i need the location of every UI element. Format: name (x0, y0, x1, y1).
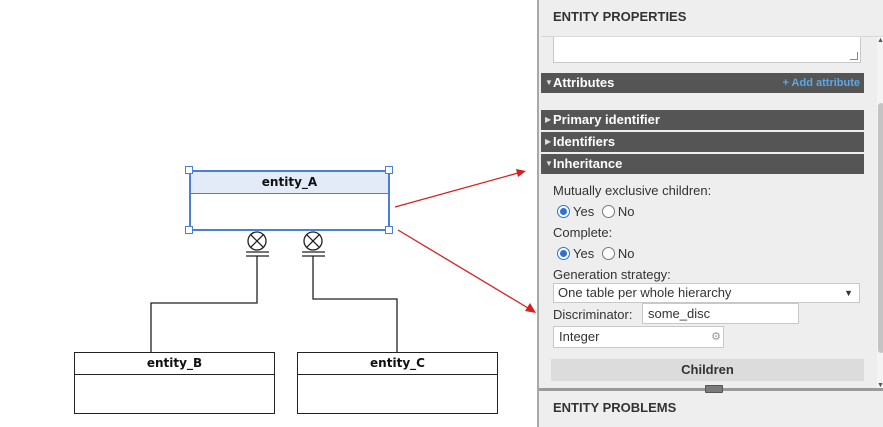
generation-strategy-select[interactable]: One table per whole hierarchy ▼ (553, 283, 860, 303)
generation-strategy-label: Generation strategy: (553, 267, 671, 282)
problems-panel-title: ENTITY PROBLEMS (553, 400, 677, 415)
add-attribute-link[interactable]: + Add attribute (782, 77, 860, 89)
scroll-up-arrow-icon[interactable]: ▲ (877, 37, 883, 44)
resize-handle-top-right[interactable] (385, 166, 393, 174)
splitter-grip-icon[interactable] (705, 385, 723, 393)
discriminator-label: Discriminator: (553, 307, 633, 322)
panel-scrollbar[interactable]: ▲ ▼ (877, 37, 883, 388)
mutually-exclusive-no-radio[interactable] (601, 205, 615, 218)
inheritance-connector-c[interactable] (302, 231, 398, 352)
entity-a-name: entity_A (191, 172, 388, 194)
annotation-arrow-bottom (397, 229, 536, 313)
inheritance-connector-b[interactable] (150, 231, 269, 352)
mutually-exclusive-label: Mutually exclusive children: (553, 183, 712, 198)
generation-strategy-value: One table per whole hierarchy (558, 285, 732, 300)
collapse-triangle-icon: ▼ (545, 78, 553, 87)
expand-triangle-icon: ▶ (545, 115, 552, 124)
radio-no-label: No (617, 246, 635, 261)
properties-scroll-area[interactable]: ▼ Attributes + Add attribute ▶ Primary i… (541, 36, 883, 388)
gear-icon[interactable]: ⚙ (711, 331, 721, 343)
panel-title: ENTITY PROPERTIES (553, 9, 687, 24)
entity-c-box[interactable]: entity_C (297, 352, 498, 414)
section-inheritance-label: Inheritance (553, 156, 623, 171)
children-table-header: Children (551, 359, 864, 381)
entity-b-box[interactable]: entity_B (74, 352, 275, 414)
description-textarea[interactable] (553, 37, 861, 63)
discriminator-type-value: Integer (559, 329, 600, 344)
complete-no-radio[interactable] (601, 247, 615, 260)
chevron-down-icon: ▼ (844, 288, 853, 298)
entity-properties-panel: ENTITY PROPERTIES ▼ Attributes + Add att… (537, 0, 883, 427)
complete-label: Complete: (553, 225, 613, 240)
entity-c-name: entity_C (298, 353, 497, 375)
expand-triangle-icon: ▶ (545, 137, 552, 146)
section-primary-identifier[interactable]: ▶ Primary identifier (541, 110, 864, 130)
entity-a-box[interactable]: entity_A (189, 170, 390, 231)
section-inheritance[interactable]: ▼ Inheritance (541, 154, 864, 174)
mutually-exclusive-radio-group: Yes No (557, 204, 638, 219)
section-identifiers-label: Identifiers (553, 134, 616, 149)
scroll-down-arrow-icon[interactable]: ▼ (877, 382, 883, 388)
diagram-connectors (150, 169, 536, 352)
radio-yes-label: Yes (573, 246, 595, 261)
resize-handle-bottom-left[interactable] (185, 226, 193, 234)
discriminator-input[interactable]: some_disc (642, 303, 799, 324)
textarea-resize-grip[interactable] (850, 52, 858, 60)
panel-splitter[interactable] (539, 385, 883, 393)
section-identifiers[interactable]: ▶ Identifiers (541, 132, 864, 152)
section-attributes-label: Attributes (553, 75, 615, 90)
collapse-triangle-icon: ▼ (545, 159, 553, 168)
section-attributes[interactable]: ▼ Attributes + Add attribute (541, 73, 864, 93)
radio-no-label: No (617, 204, 635, 219)
discriminator-type-input[interactable]: Integer ⚙ (553, 326, 724, 348)
scrollbar-thumb[interactable] (878, 103, 883, 353)
annotation-arrow-top (394, 169, 526, 208)
mutually-exclusive-yes-radio[interactable] (557, 205, 570, 218)
diagram-canvas[interactable]: entity_A entity_B entity_C (0, 0, 537, 427)
resize-handle-bottom-right[interactable] (385, 226, 393, 234)
complete-yes-radio[interactable] (557, 247, 570, 260)
resize-handle-top-left[interactable] (185, 166, 193, 174)
complete-radio-group: Yes No (557, 246, 638, 261)
section-primary-identifier-label: Primary identifier (553, 112, 660, 127)
radio-yes-label: Yes (573, 204, 595, 219)
entity-b-name: entity_B (75, 353, 274, 375)
